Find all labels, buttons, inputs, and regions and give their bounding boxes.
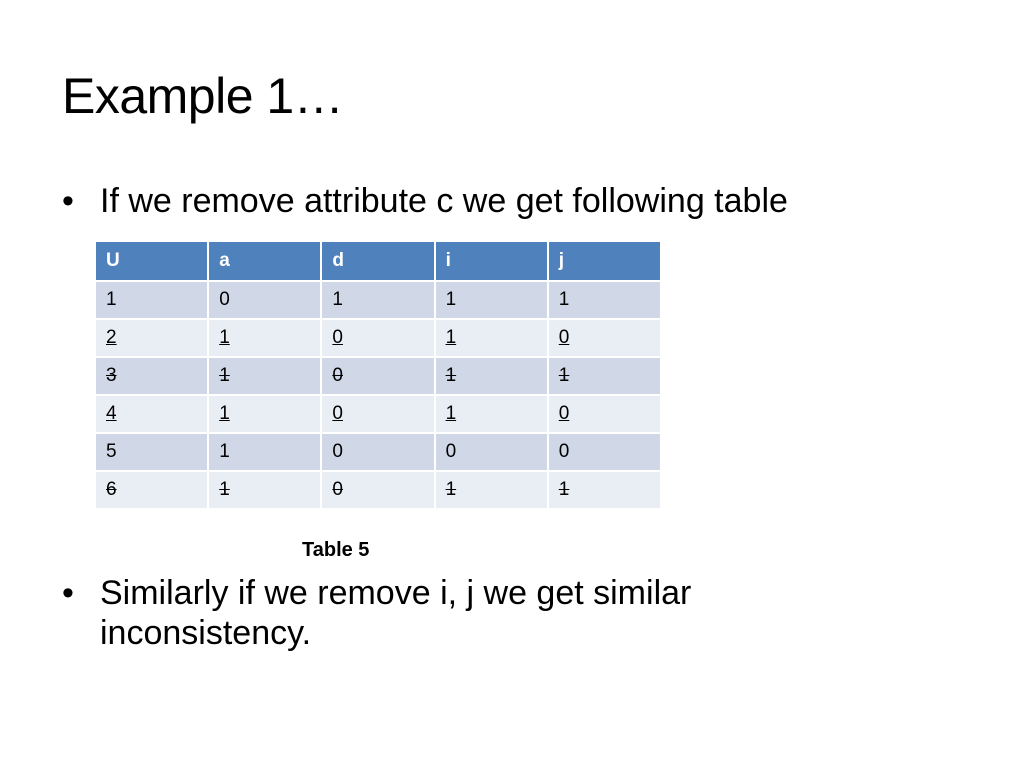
table-cell-value: 0 (332, 441, 343, 462)
table-cell: 1 (207, 432, 323, 472)
table-cell: 1 (93, 280, 210, 320)
table-cell-value: 1 (219, 441, 230, 462)
table-cell: 1 (546, 356, 663, 396)
column-header-i: i (433, 240, 549, 282)
table-header-row: U a d i j (93, 240, 663, 282)
bullet-item-2: • Similarly if we remove i, j we get sim… (62, 573, 862, 653)
column-header-j: j (546, 240, 663, 282)
table-cell: 0 (546, 318, 663, 358)
table-cell: 0 (546, 394, 663, 434)
table-row: 2 1 0 1 0 (93, 318, 663, 358)
table-cell: 1 (207, 318, 323, 358)
bullet-item-1: • If we remove attribute c we get follow… (62, 181, 962, 221)
table-cell-value: 1 (445, 289, 457, 310)
table-caption: Table 5 (302, 539, 370, 561)
table-cell-value: 1 (219, 327, 230, 348)
table-cell: 2 (93, 318, 210, 358)
table-cell-value: 1 (219, 403, 230, 424)
bullet-symbol: • (62, 574, 74, 612)
table-cell: 1 (546, 280, 663, 320)
table-cell: 1 (433, 318, 549, 358)
table-cell: 0 (320, 394, 436, 434)
table-cell: 1 (207, 394, 323, 434)
bullet-symbol: • (62, 182, 74, 220)
table-cell-value: 0 (558, 441, 570, 462)
table-cell: 1 (433, 280, 549, 320)
table-cell-value: 0 (332, 327, 343, 348)
table-row: 6 1 0 1 1 (93, 470, 663, 510)
table-cell-value: 1 (558, 365, 570, 386)
table-row: 1 0 1 1 1 (93, 280, 663, 320)
table-cell-value: 0 (332, 365, 343, 386)
table-cell: 6 (93, 470, 210, 510)
table-cell: 1 (207, 470, 323, 510)
table-cell-value: 1 (219, 479, 230, 500)
table-cell: 1 (433, 356, 549, 396)
table-cell: 0 (546, 432, 663, 472)
bullet-text-2: Similarly if we remove i, j we get simil… (100, 574, 692, 652)
table-cell-value: 0 (558, 327, 570, 348)
table-cell-value: 0 (219, 289, 230, 310)
table-cell-value: 5 (106, 441, 117, 462)
column-header-u: U (93, 240, 210, 282)
table-row: 3 1 0 1 1 (93, 356, 663, 396)
table-cell: 0 (433, 432, 549, 472)
table-cell-value: 6 (106, 479, 117, 500)
table-cell-value: 0 (332, 479, 343, 500)
table-cell-value: 0 (445, 441, 457, 462)
table-cell: 5 (93, 432, 210, 472)
table-cell: 1 (207, 356, 323, 396)
table-cell: 1 (320, 280, 436, 320)
table-cell: 1 (546, 470, 663, 510)
column-header-a: a (207, 240, 323, 282)
table-cell: 1 (433, 470, 549, 510)
table-cell: 0 (320, 470, 436, 510)
table-cell-value: 1 (332, 289, 343, 310)
table-cell-value: 4 (106, 403, 117, 424)
table-cell: 0 (207, 280, 323, 320)
table-row: 4 1 0 1 0 (93, 394, 663, 434)
table-cell: 3 (93, 356, 210, 396)
table-cell-value: 1 (219, 365, 230, 386)
table-cell-value: 1 (558, 289, 570, 310)
table-cell: 4 (93, 394, 210, 434)
table-row: 5 1 0 0 0 (93, 432, 663, 472)
table-cell-value: 2 (106, 327, 117, 348)
table-cell: 0 (320, 356, 436, 396)
table-cell-value: 1 (445, 479, 457, 500)
table-cell-value: 1 (445, 403, 457, 424)
table-cell: 1 (433, 394, 549, 434)
table-cell: 0 (320, 432, 436, 472)
table-cell-value: 0 (558, 403, 570, 424)
slide-title: Example 1… (62, 68, 344, 124)
bullet-text-1: If we remove attribute c we get followin… (100, 182, 788, 220)
table-cell-value: 1 (445, 327, 457, 348)
table-cell: 0 (320, 318, 436, 358)
table-cell-value: 0 (332, 403, 343, 424)
table-cell-value: 1 (106, 289, 117, 310)
table-cell-value: 3 (106, 365, 117, 386)
table-cell-value: 1 (445, 365, 457, 386)
column-header-d: d (320, 240, 436, 282)
table-cell-value: 1 (558, 479, 570, 500)
